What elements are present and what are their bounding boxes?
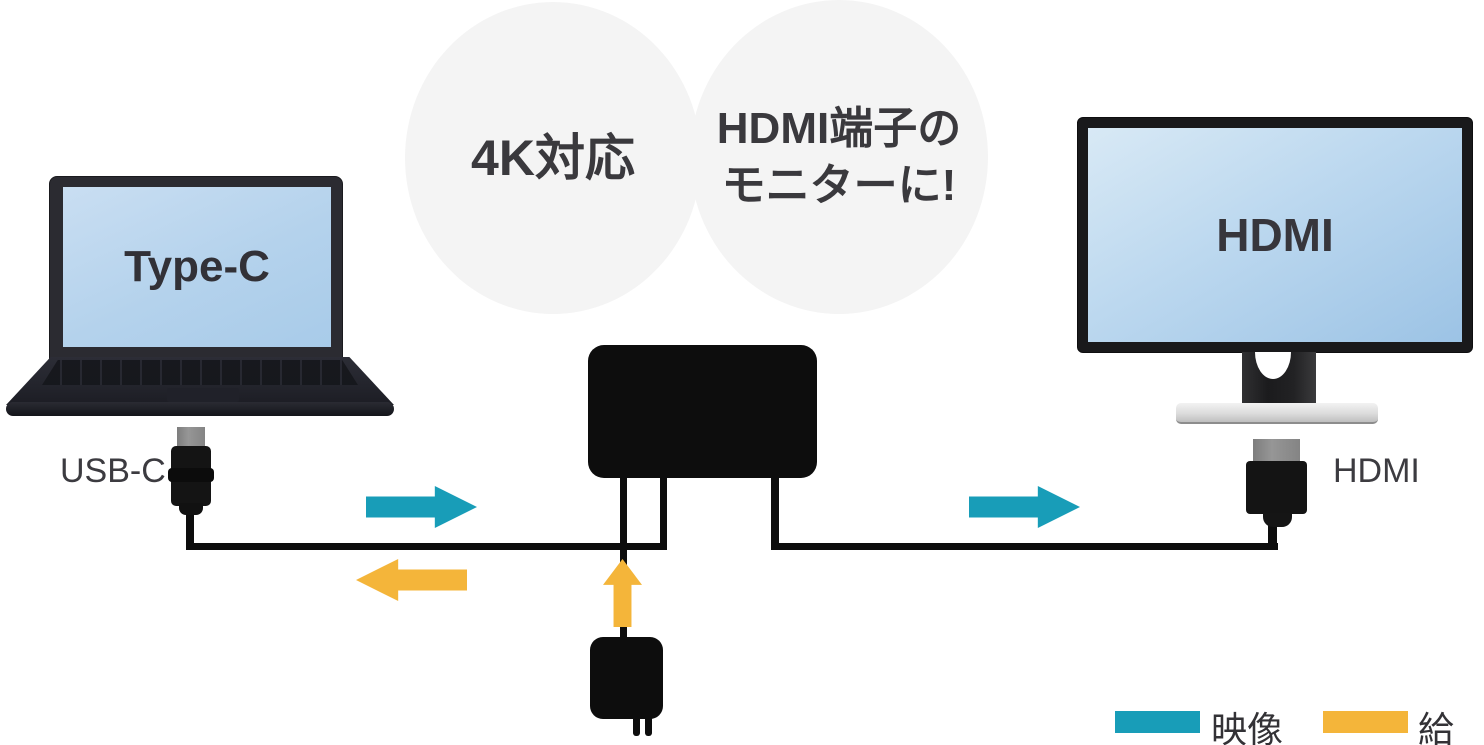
- hdmi-plug-tip: [1253, 439, 1300, 462]
- usbc-port-label: USB-C: [60, 452, 166, 490]
- laptop-trackpad: [167, 388, 239, 402]
- hdmi-cable-horizontal: [771, 543, 1278, 550]
- power-plug-prong: [645, 717, 652, 736]
- legend-power-label: 給電: [1418, 709, 1455, 745]
- legend-video-swatch: [1115, 711, 1200, 733]
- power-flow-arrow-left: [356, 559, 467, 601]
- laptop-screen-label: Type-C: [124, 242, 270, 291]
- power-adapter: [590, 637, 663, 719]
- video-flow-arrow-left: [366, 486, 477, 528]
- usbc-plug-collar: [168, 468, 214, 482]
- feature-bubble-hdmi-monitor: HDMI端子の モニターに!: [690, 0, 988, 314]
- feature-bubble-4k: 4K対応: [405, 2, 701, 314]
- monitor-screen: HDMI: [1088, 128, 1462, 342]
- legend-power-swatch: [1323, 711, 1408, 733]
- usbc-hdmi-adapter: [588, 345, 817, 478]
- adapter-hdmi-port-cable: [771, 476, 779, 550]
- monitor-stand-base: [1176, 403, 1378, 424]
- laptop-screen: Type-C: [63, 187, 331, 347]
- laptop-keyboard: [42, 360, 358, 385]
- bubble-4k-text: 4K対応: [471, 129, 635, 186]
- usbc-plug-taper: [179, 503, 203, 515]
- hdmi-cable-vertical: [1268, 516, 1277, 550]
- power-flow-arrow-up: [603, 559, 642, 627]
- hdmi-port-label: HDMI: [1333, 452, 1420, 490]
- bubble-hdmi-line1: HDMI端子の: [716, 104, 962, 153]
- monitor-screen-label: HDMI: [1216, 209, 1334, 261]
- bubble-hdmi-line2: モニターに!: [721, 161, 957, 210]
- legend-video-label: 映像: [1211, 709, 1284, 745]
- hdmi-plug-body: [1246, 461, 1307, 514]
- hdmi-plug-taper: [1263, 513, 1292, 527]
- usbc-cable-horizontal: [186, 543, 667, 550]
- video-flow-arrow-right: [969, 486, 1080, 528]
- adapter-power-port-cable: [620, 476, 627, 562]
- usbc-cable-vertical: [186, 505, 194, 550]
- adapter-usbc-port-cable: [660, 476, 667, 550]
- power-plug-prong: [633, 717, 640, 736]
- laptop-bottom-edge: [6, 402, 394, 416]
- usbc-plug-tip: [177, 427, 205, 448]
